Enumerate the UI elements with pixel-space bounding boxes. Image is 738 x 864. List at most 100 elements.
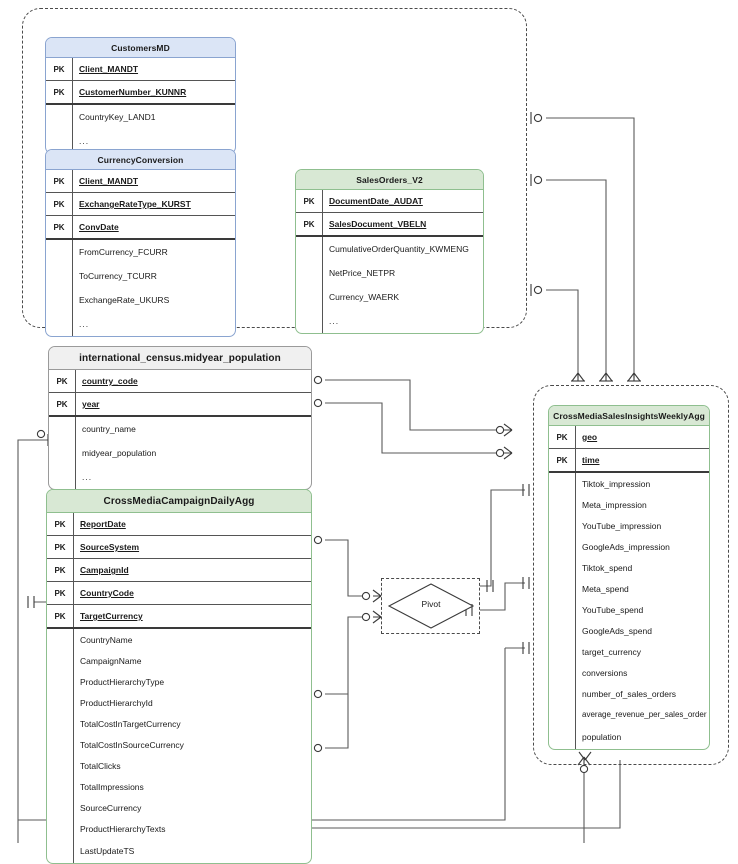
table-row[interactable]: LastUpdateTS	[47, 839, 311, 863]
pk-badge: PK	[549, 449, 576, 471]
table-row[interactable]: TotalCostInSourceCurrency	[47, 734, 311, 755]
table-row[interactable]: PK Client_MANDT	[46, 170, 235, 193]
rel-pivot-to-impressions	[480, 484, 530, 592]
pk-badge-empty	[49, 465, 76, 489]
table-row[interactable]: PK time	[549, 449, 709, 473]
field-name: target_currency	[582, 646, 642, 657]
table-row[interactable]: GoogleAds_spend	[549, 620, 709, 641]
table-row[interactable]: PK SalesDocument_VBELN	[296, 213, 483, 237]
field-name: Meta_impression	[582, 499, 647, 510]
table-row[interactable]: midyear_population	[49, 441, 311, 465]
table-row[interactable]: YouTube_spend	[549, 599, 709, 620]
field-name: NetPrice_NETPR	[329, 268, 396, 278]
pk-badge-empty	[549, 494, 576, 515]
field-name: YouTube_impression	[582, 520, 662, 531]
table-row[interactable]: SourceCurrency	[47, 797, 311, 818]
table-row[interactable]: TotalCostInTargetCurrency	[47, 713, 311, 734]
rel-census-country-code-to-geo	[310, 374, 513, 437]
table-row[interactable]: PK TargetCurrency	[47, 605, 311, 629]
table-row[interactable]: population	[549, 725, 709, 749]
table-row[interactable]: PK CustomerNumber_KUNNR	[46, 81, 235, 105]
table-row[interactable]: FromCurrency_FCURR	[46, 240, 235, 264]
table-row[interactable]: CountryKey_LAND1	[46, 105, 235, 129]
field-name: TargetCurrency	[80, 611, 143, 621]
table-row[interactable]: TotalImpressions	[47, 776, 311, 797]
pk-badge-empty	[49, 417, 76, 441]
pk-badge-empty	[47, 650, 74, 671]
table-row[interactable]: Tiktok_spend	[549, 557, 709, 578]
pk-badge-empty	[47, 818, 74, 839]
table-row[interactable]: number_of_sales_orders	[549, 683, 709, 704]
table-row[interactable]: target_currency	[549, 641, 709, 662]
field-name: SalesDocument_VBELN	[329, 219, 427, 229]
table-row[interactable]: ...	[46, 129, 235, 153]
table-row[interactable]: ProductHierarchyTexts	[47, 818, 311, 839]
boundary-target-model	[533, 385, 729, 765]
field-name: GoogleAds_spend	[582, 625, 652, 636]
entity-salesorders-v2[interactable]: SalesOrders_V2 PK DocumentDate_AUDAT PK …	[295, 169, 484, 334]
field-name: YouTube_spend	[582, 604, 644, 615]
table-row[interactable]: PK geo	[549, 426, 709, 449]
table-row[interactable]: CumulativeOrderQuantity_KWMENG	[296, 237, 483, 261]
table-row[interactable]: CampaignName	[47, 650, 311, 671]
pk-badge: PK	[549, 426, 576, 448]
table-row[interactable]: ToCurrency_TCURR	[46, 264, 235, 288]
pk-badge-empty	[549, 599, 576, 620]
table-row[interactable]: PK DocumentDate_AUDAT	[296, 190, 483, 213]
table-row[interactable]: GoogleAds_impression	[549, 536, 709, 557]
table-row[interactable]: PK country_code	[49, 370, 311, 393]
field-name: CustomerNumber_KUNNR	[79, 87, 187, 97]
table-row[interactable]: Meta_spend	[549, 578, 709, 599]
field-name: SourceCurrency	[80, 802, 142, 813]
field-name: LastUpdateTS	[80, 846, 135, 856]
table-row[interactable]: NetPrice_NETPR	[296, 261, 483, 285]
table-row[interactable]: PK Client_MANDT	[46, 58, 235, 81]
table-row[interactable]: ProductHierarchyType	[47, 671, 311, 692]
entity-crossmediasalesinsightsweeklyagg[interactable]: CrossMediaSalesInsightsWeeklyAgg PK geo …	[548, 405, 710, 750]
table-row[interactable]: PK ReportDate	[47, 513, 311, 536]
field-name: ProductHierarchyTexts	[80, 823, 166, 834]
table-row[interactable]: Currency_WAERK	[296, 285, 483, 309]
table-row[interactable]: average_revenue_per_sales_order	[549, 704, 709, 725]
table-row[interactable]: ...	[49, 465, 311, 489]
pivot-node[interactable]	[387, 582, 475, 630]
table-row[interactable]: ...	[296, 309, 483, 333]
field-name: year	[82, 399, 100, 409]
field-name: country_code	[82, 376, 138, 386]
entity-customersmd[interactable]: CustomersMD PK Client_MANDT PK CustomerN…	[45, 37, 236, 154]
table-row[interactable]: YouTube_impression	[549, 515, 709, 536]
pk-badge: PK	[49, 370, 76, 392]
table-row[interactable]: conversions	[549, 662, 709, 683]
field-name: ConvDate	[79, 222, 119, 232]
boundary-source-systems	[22, 8, 527, 328]
table-row[interactable]: PK SourceSystem	[47, 536, 311, 559]
table-row[interactable]: PK CampaignId	[47, 559, 311, 582]
pk-badge-empty	[296, 309, 323, 333]
pivot-label: Pivot	[421, 599, 441, 609]
entity-title: international_census.midyear_population	[49, 347, 311, 370]
pk-badge-empty	[49, 441, 76, 465]
pk-badge: PK	[47, 582, 74, 604]
table-row[interactable]: Tiktok_impression	[549, 473, 709, 494]
table-row[interactable]: PK ExchangeRateType_KURST	[46, 193, 235, 216]
entity-crossmediacampaigndailyagg[interactable]: CrossMediaCampaignDailyAgg PK ReportDate…	[46, 489, 312, 864]
field-name: midyear_population	[82, 448, 157, 458]
table-row[interactable]: PK year	[49, 393, 311, 417]
field-name: conversions	[582, 667, 628, 678]
table-row[interactable]: TotalClicks	[47, 755, 311, 776]
entity-international-census[interactable]: international_census.midyear_population …	[48, 346, 312, 490]
table-row[interactable]: PK CountryCode	[47, 582, 311, 605]
table-row[interactable]: country_name	[49, 417, 311, 441]
table-row[interactable]: PK ConvDate	[46, 216, 235, 240]
table-row[interactable]: ProductHierarchyId	[47, 692, 311, 713]
pk-badge-empty	[47, 776, 74, 797]
field-name: Tiktok_impression	[582, 478, 651, 489]
table-row[interactable]: ...	[46, 312, 235, 336]
pk-badge-empty	[46, 105, 73, 129]
table-row[interactable]: ExchangeRate_UKURS	[46, 288, 235, 312]
field-name: ProductHierarchyId	[80, 697, 153, 708]
table-row[interactable]: Meta_impression	[549, 494, 709, 515]
table-row[interactable]: CountryName	[47, 629, 311, 650]
entity-currencyconversion[interactable]: CurrencyConversion PK Client_MANDT PK Ex…	[45, 149, 236, 337]
